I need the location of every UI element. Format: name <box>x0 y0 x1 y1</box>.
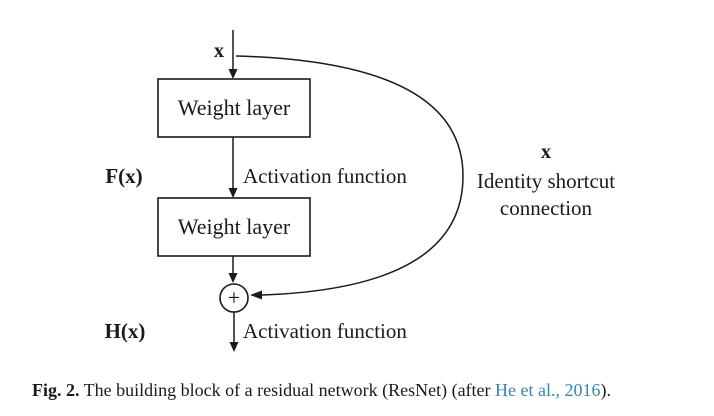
input-x-label: x <box>214 40 224 62</box>
figure-caption-closing: ). <box>600 380 612 400</box>
weight-layer-label-1: Weight layer <box>178 95 291 120</box>
shortcut-arrowhead-icon <box>250 290 262 300</box>
figure-caption-text: The building block of a residual network… <box>79 380 496 400</box>
citation-link[interactable]: He et al., 2016 <box>495 380 601 400</box>
figure-caption: Fig. 2. The building block of a residual… <box>32 380 702 401</box>
output-arrowhead-icon <box>229 342 239 352</box>
weight-layer-box-1 <box>157 78 311 138</box>
input-arrowhead-icon <box>228 69 238 79</box>
plus-icon: + <box>228 285 240 310</box>
resnet-block-diagram: x Weight layer F(x) Activation function … <box>105 30 615 352</box>
identity-shortcut-curve <box>235 55 464 296</box>
weight-layer-label-2: Weight layer <box>178 214 291 239</box>
figure-caption-label: Fig. 2. <box>32 380 80 400</box>
sum-arrowhead-icon <box>228 273 238 283</box>
output-hx-label: H(x) <box>105 319 146 343</box>
weight-layer-box-2 <box>157 197 311 257</box>
activation-function-label-1: Activation function <box>243 164 407 188</box>
shortcut-x-label: x <box>541 141 551 163</box>
shortcut-annotation-line1: Identity shortcut <box>477 169 615 193</box>
residual-fx-label: F(x) <box>105 164 142 188</box>
activation-arrowhead-1-icon <box>228 188 238 198</box>
activation-function-label-2: Activation function <box>243 319 407 343</box>
shortcut-annotation-line2: connection <box>500 196 593 220</box>
